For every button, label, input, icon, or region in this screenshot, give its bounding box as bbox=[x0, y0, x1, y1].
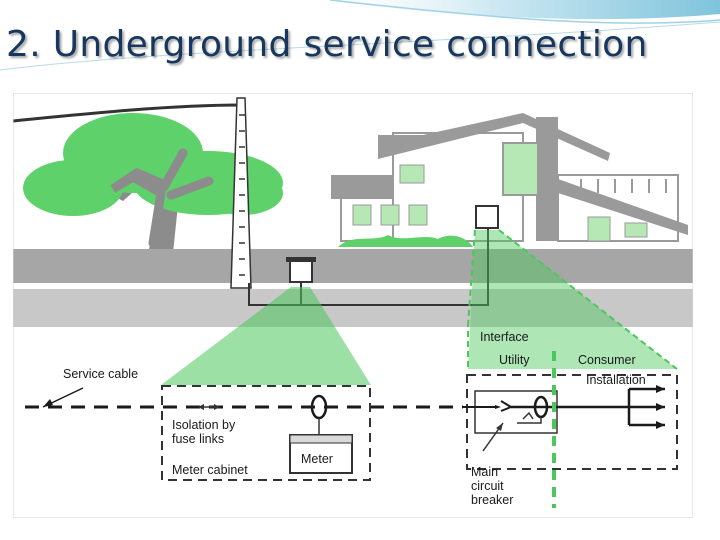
underground-service-diagram: Service cable Isolation by fuse links Me… bbox=[13, 93, 693, 518]
interface-label: Interface bbox=[480, 330, 529, 344]
consumer-label: Consumer bbox=[578, 353, 636, 367]
meter-cabinet-box bbox=[161, 385, 371, 481]
house-service-box bbox=[475, 205, 499, 229]
slide-title: 2. Underground service connection bbox=[6, 24, 648, 65]
installation-label: Installation bbox=[586, 373, 646, 387]
consumer-installation-arrows bbox=[627, 387, 665, 427]
interface-box bbox=[466, 374, 678, 470]
title-swoosh-decoration bbox=[0, 0, 720, 71]
meter-cabinet-label: Meter cabinet bbox=[172, 463, 248, 477]
ground-strip bbox=[13, 289, 693, 327]
overhead-wire bbox=[13, 103, 242, 123]
main-breaker-label-line3: breaker bbox=[471, 493, 513, 507]
main-breaker-label-line1: Main bbox=[471, 465, 498, 479]
utility-label: Utility bbox=[499, 353, 530, 367]
underground-cable bbox=[248, 228, 489, 306]
isolation-label-line2: fuse links bbox=[172, 432, 224, 446]
service-cable-label: Service cable bbox=[63, 367, 138, 381]
road-strip bbox=[13, 249, 693, 283]
meter-cabinet-callout-cone bbox=[161, 287, 371, 385]
main-breaker-label-line2: circuit bbox=[471, 479, 504, 493]
street-meter-box bbox=[289, 259, 313, 283]
utility-pole bbox=[230, 97, 252, 289]
isolation-label-line1: Isolation by bbox=[172, 418, 236, 432]
house-illustration bbox=[331, 113, 688, 247]
interface-callout-cone bbox=[468, 230, 677, 369]
meter-label: Meter bbox=[301, 452, 333, 466]
